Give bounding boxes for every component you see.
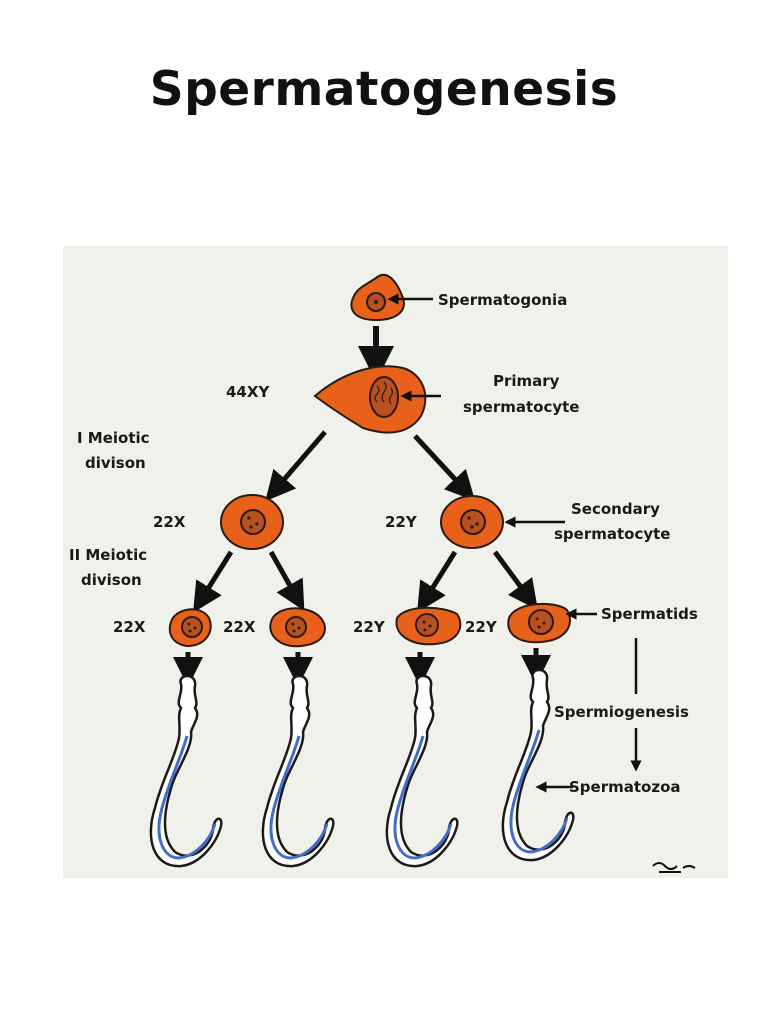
- secondary-label-line1: Secondary: [571, 500, 660, 518]
- spermatogonia-label: Spermatogonia: [438, 291, 567, 309]
- secondary-spermatocyte-left: [220, 494, 284, 550]
- spermatozoon-3: [385, 674, 459, 868]
- karyotype-secondary-right: 22Y: [385, 513, 418, 531]
- signature-mark: [652, 862, 696, 873]
- spermatid-4: [507, 602, 571, 644]
- spermatid-3: [395, 606, 462, 646]
- arrow-to-spermatid-1: [193, 550, 234, 613]
- spermatozoon-4: [501, 668, 575, 862]
- spermiogenesis-label: Spermiogenesis: [554, 703, 689, 721]
- primary-label-line2: spermatocyte: [463, 398, 579, 416]
- page-title: Spermatogenesis: [149, 62, 619, 117]
- karyotype-spermatid-2: 22X: [223, 618, 256, 636]
- karyotype-spermatid-4: 22Y: [465, 618, 498, 636]
- karyotype-spermatid-1: 22X: [113, 618, 146, 636]
- diagram-canvas: Spermatogonia Primary spermatocyte 44XY …: [69, 273, 698, 873]
- spermatogenesis-diagram: Spermatogonia Primary spermatocyte 44XY …: [63, 246, 728, 878]
- meiosis1-label-line1: I Meiotic: [77, 429, 150, 447]
- arrow-to-secondary-right: [413, 434, 476, 502]
- secondary-spermatocyte-right: [440, 495, 504, 549]
- primary-spermatocyte-cell: [313, 365, 427, 434]
- spermatogonia-cell: [350, 273, 405, 322]
- primary-label-line1: Primary: [493, 372, 560, 390]
- meiosis2-label-line2: divison: [81, 571, 142, 589]
- arrow-to-secondary-left: [265, 430, 327, 502]
- meiosis1-label-line2: divison: [85, 454, 146, 472]
- karyotype-secondary-left: 22X: [153, 513, 186, 531]
- arrow-to-spermatid-2: [268, 550, 305, 612]
- spermatozoon-2: [261, 674, 335, 868]
- meiosis2-label-line1: II Meiotic: [69, 546, 147, 564]
- spermatid-2: [269, 607, 326, 648]
- karyotype-44xy: 44XY: [226, 383, 270, 401]
- spermatozoa-label: Spermatozoa: [569, 778, 681, 796]
- karyotype-spermatid-3: 22Y: [353, 618, 386, 636]
- spermatid-1: [168, 608, 212, 648]
- spermatids-label: Spermatids: [601, 605, 698, 623]
- spermatozoon-1: [149, 674, 223, 868]
- secondary-label-line2: spermatocyte: [554, 525, 670, 543]
- arrow-to-spermatid-3: [417, 550, 458, 613]
- arrow-to-spermatid-4: [492, 550, 538, 611]
